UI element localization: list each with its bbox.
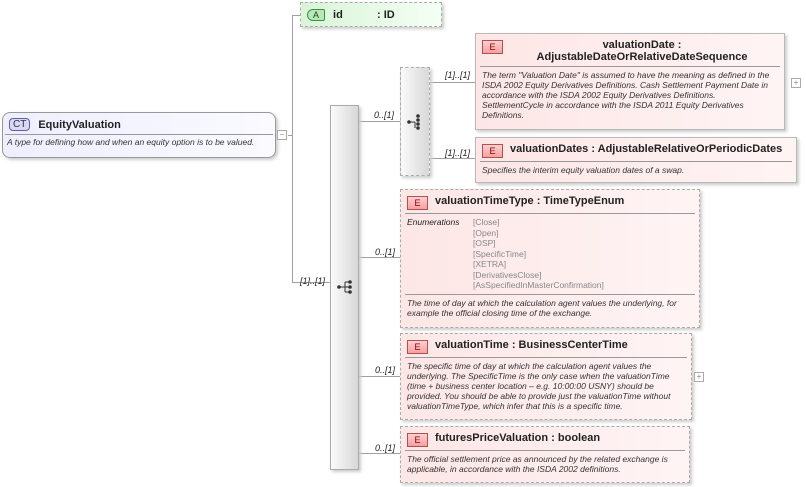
complex-type-name: EquityValuation bbox=[38, 118, 121, 131]
enum-value: [Close] bbox=[473, 217, 500, 227]
choice-occurrence: 0..[1] bbox=[374, 110, 395, 120]
element-occurrence: [1]..[1] bbox=[445, 70, 471, 80]
connector bbox=[292, 15, 293, 283]
enumerations-label: Enumerations bbox=[407, 217, 460, 227]
element-badge: E bbox=[482, 144, 503, 158]
collapse-icon[interactable]: − bbox=[277, 130, 287, 140]
connector bbox=[288, 135, 292, 136]
enum-value: [SpecificTime] bbox=[473, 248, 527, 259]
expand-icon[interactable]: + bbox=[694, 372, 704, 382]
attribute-badge: A bbox=[307, 8, 326, 21]
complex-type-box[interactable]: CT EquityValuation A type for defining h… bbox=[2, 112, 276, 158]
choice-compositor[interactable] bbox=[400, 67, 430, 176]
connector bbox=[292, 15, 302, 16]
connector bbox=[358, 376, 400, 377]
enum-value: [DerivativesClose] bbox=[473, 269, 542, 280]
element-valuationTime[interactable]: E valuationTime : BusinessCenterTime The… bbox=[400, 333, 692, 420]
element-badge: E bbox=[407, 340, 428, 354]
connector bbox=[358, 453, 400, 454]
element-valuationDates[interactable]: E valuationDates : AdjustableRelativeOrP… bbox=[475, 137, 797, 183]
element-description: The specific time of day at which the ca… bbox=[407, 361, 671, 411]
element-description: Specifies the interim equity valuation d… bbox=[482, 165, 685, 175]
element-name-type: valuationTimeType : TimeTypeEnum bbox=[435, 195, 625, 207]
choice-icon bbox=[407, 114, 420, 130]
element-name-type: futuresPriceValuation : boolean bbox=[435, 432, 601, 444]
element-description: The time of day at which the calculation… bbox=[407, 297, 677, 318]
complex-type-badge: CT bbox=[9, 118, 31, 131]
connector bbox=[430, 82, 475, 83]
element-description: The term "Valuation Date" is assumed to … bbox=[482, 70, 770, 120]
sequence-occurrence: [1]..[1] bbox=[300, 276, 326, 286]
element-name-type: valuationDate : AdjustableDateOrRelative… bbox=[536, 39, 748, 63]
element-name-type: valuationTime : BusinessCenterTime bbox=[435, 339, 628, 351]
expand-icon[interactable]: + bbox=[791, 78, 801, 88]
element-occurrence: 0..[1] bbox=[375, 247, 396, 257]
element-occurrence: 0..[1] bbox=[375, 365, 396, 375]
connector bbox=[430, 158, 475, 159]
connector bbox=[358, 257, 400, 258]
element-badge: E bbox=[407, 433, 428, 447]
enum-value: [XETRA] bbox=[473, 259, 507, 269]
element-occurrence: [1]..[1] bbox=[445, 148, 471, 158]
attribute-box[interactable]: A id : ID bbox=[300, 2, 442, 27]
enum-value: [OSP] bbox=[473, 238, 496, 248]
enum-value: [Open] bbox=[473, 227, 499, 238]
complex-type-description: A type for defining how and when an equi… bbox=[7, 137, 255, 147]
attribute-name: id bbox=[333, 8, 343, 21]
sequence-icon bbox=[337, 280, 352, 294]
enum-value: [AsSpecifiedInMasterConfirmation] bbox=[473, 280, 604, 290]
connector bbox=[292, 282, 330, 283]
attribute-type: : ID bbox=[377, 8, 395, 21]
element-badge: E bbox=[407, 196, 428, 210]
element-futuresPriceValuation[interactable]: E futuresPriceValuation : boolean The of… bbox=[400, 426, 690, 483]
element-occurrence: 0..[1] bbox=[375, 443, 396, 453]
element-name-type: valuationDates : AdjustableRelativeOrPer… bbox=[510, 143, 783, 155]
element-valuationDate[interactable]: E valuationDate : AdjustableDateOrRelati… bbox=[475, 33, 785, 130]
element-valuationTimeType[interactable]: E valuationTimeType : TimeTypeEnum Enume… bbox=[400, 189, 700, 328]
connector bbox=[358, 121, 400, 122]
sequence-compositor[interactable] bbox=[330, 105, 359, 470]
element-description: The official settlement price as announc… bbox=[407, 454, 668, 474]
element-badge: E bbox=[482, 40, 503, 54]
